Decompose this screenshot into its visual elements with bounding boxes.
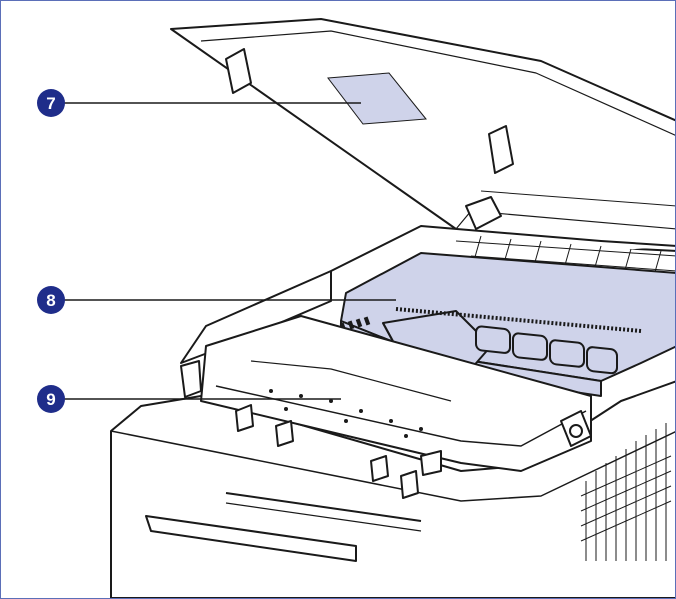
- callout-9-number: 9: [46, 390, 55, 409]
- printer-body: [110, 225, 675, 598]
- paper-path: [180, 315, 592, 499]
- callout-9: 9: [37, 385, 65, 413]
- printer-lid: [170, 18, 675, 252]
- callout-9-badge: [37, 385, 65, 413]
- callout-leaders: [64, 102, 396, 400]
- callout-7-number: 7: [46, 94, 55, 113]
- scan-glass-marker: [327, 72, 427, 125]
- callout-7: 7: [37, 89, 65, 117]
- callout-8: 8: [37, 286, 65, 314]
- callout-7-badge: [37, 89, 65, 117]
- callout-8-badge: [37, 286, 65, 314]
- callout-8-number: 8: [46, 291, 55, 310]
